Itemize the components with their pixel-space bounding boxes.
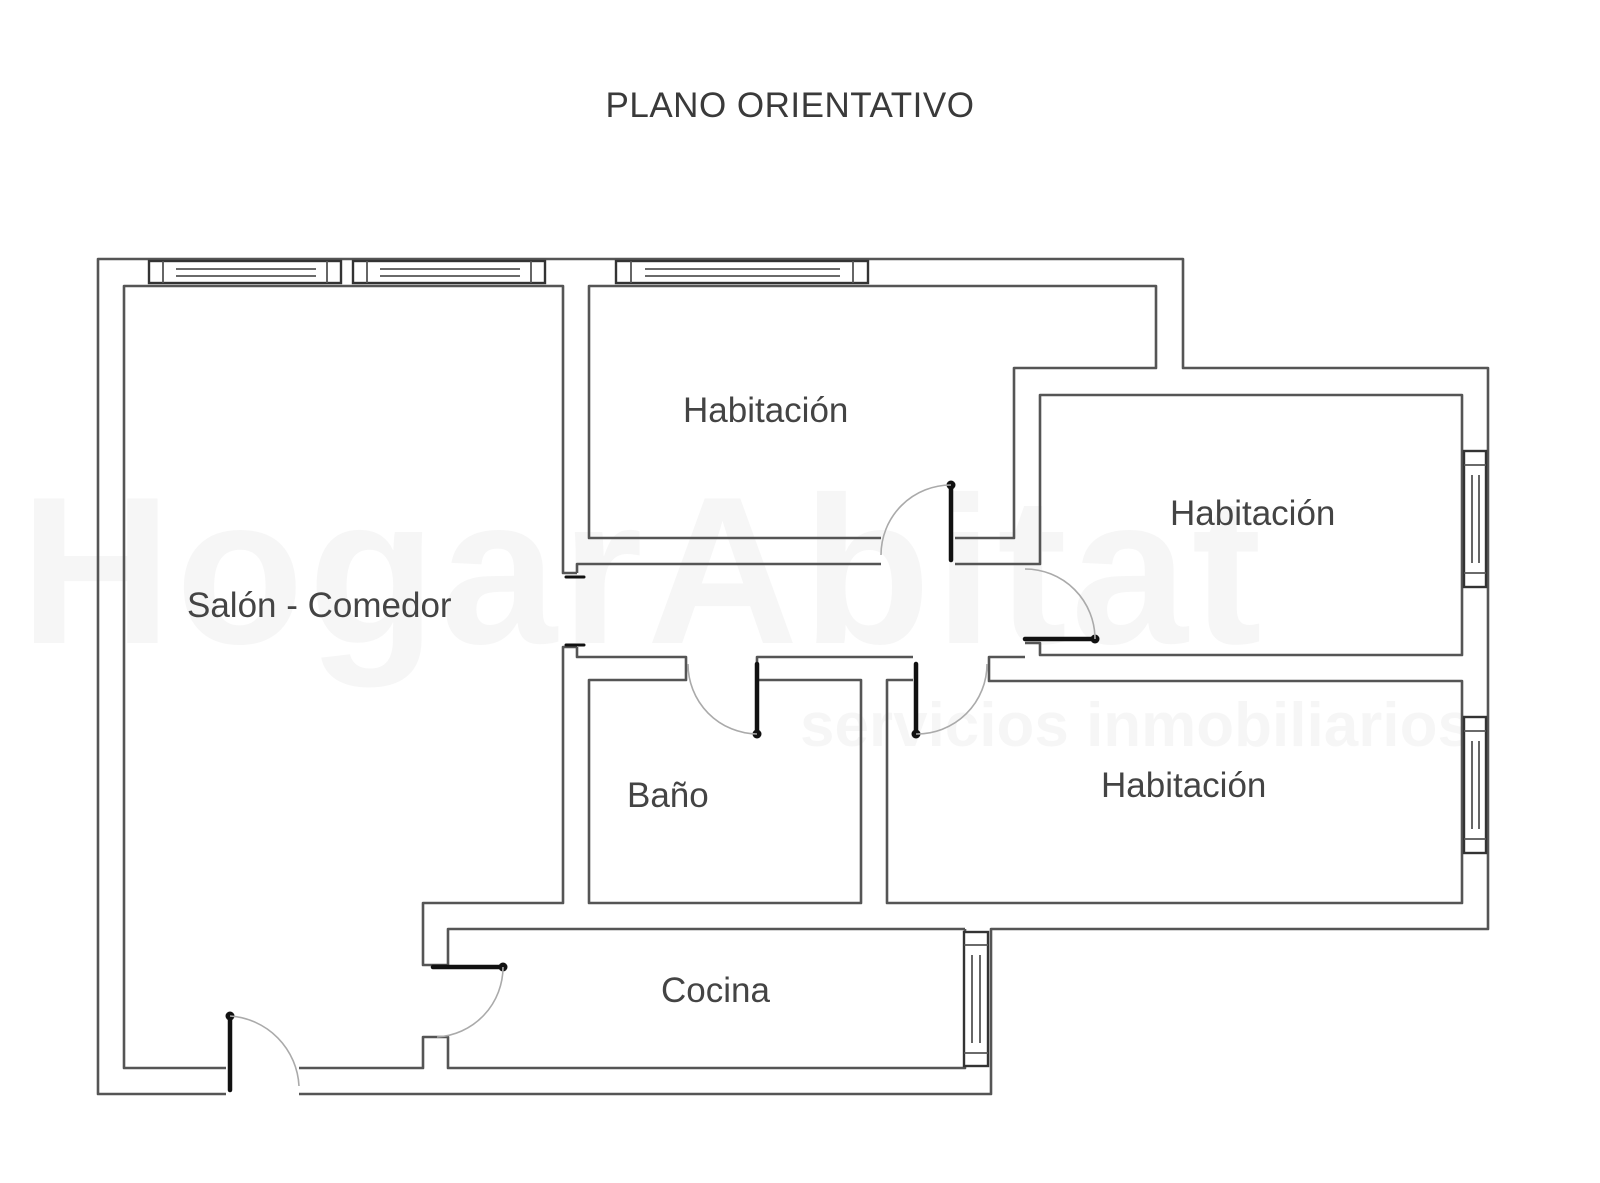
salon-opening xyxy=(564,575,586,647)
door-habitacion-3 xyxy=(911,661,988,739)
window-top-1 xyxy=(147,259,343,285)
room-label-habitacion-2: Habitación xyxy=(1170,494,1336,533)
window-cocina xyxy=(962,930,990,1068)
window-right-1 xyxy=(1462,449,1488,589)
window-right-2 xyxy=(1462,715,1488,855)
salon-walls xyxy=(122,284,967,1070)
outer-walls xyxy=(96,257,1490,1096)
door-cocina xyxy=(430,962,508,1038)
plan-title: PLANO ORIENTATIVO xyxy=(605,86,975,125)
room-label-habitacion-3: Habitación xyxy=(1101,766,1267,805)
door-habitacion-1 xyxy=(880,480,956,563)
room-label-salon-comedor: Salón - Comedor xyxy=(187,586,452,625)
room-label-habitacion-1: Habitación xyxy=(683,391,849,430)
door-bano xyxy=(687,661,762,739)
door-habitacion-2 xyxy=(1022,568,1100,644)
window-top-3 xyxy=(614,259,870,285)
door-entrance xyxy=(225,1011,300,1093)
habitacion-1-walls xyxy=(587,284,1158,540)
room-label-cocina: Cocina xyxy=(661,971,770,1010)
corridor-walls xyxy=(575,393,1464,905)
window-top-2 xyxy=(351,259,547,285)
room-label-bano: Baño xyxy=(627,776,709,815)
cocina-walls xyxy=(446,927,965,965)
